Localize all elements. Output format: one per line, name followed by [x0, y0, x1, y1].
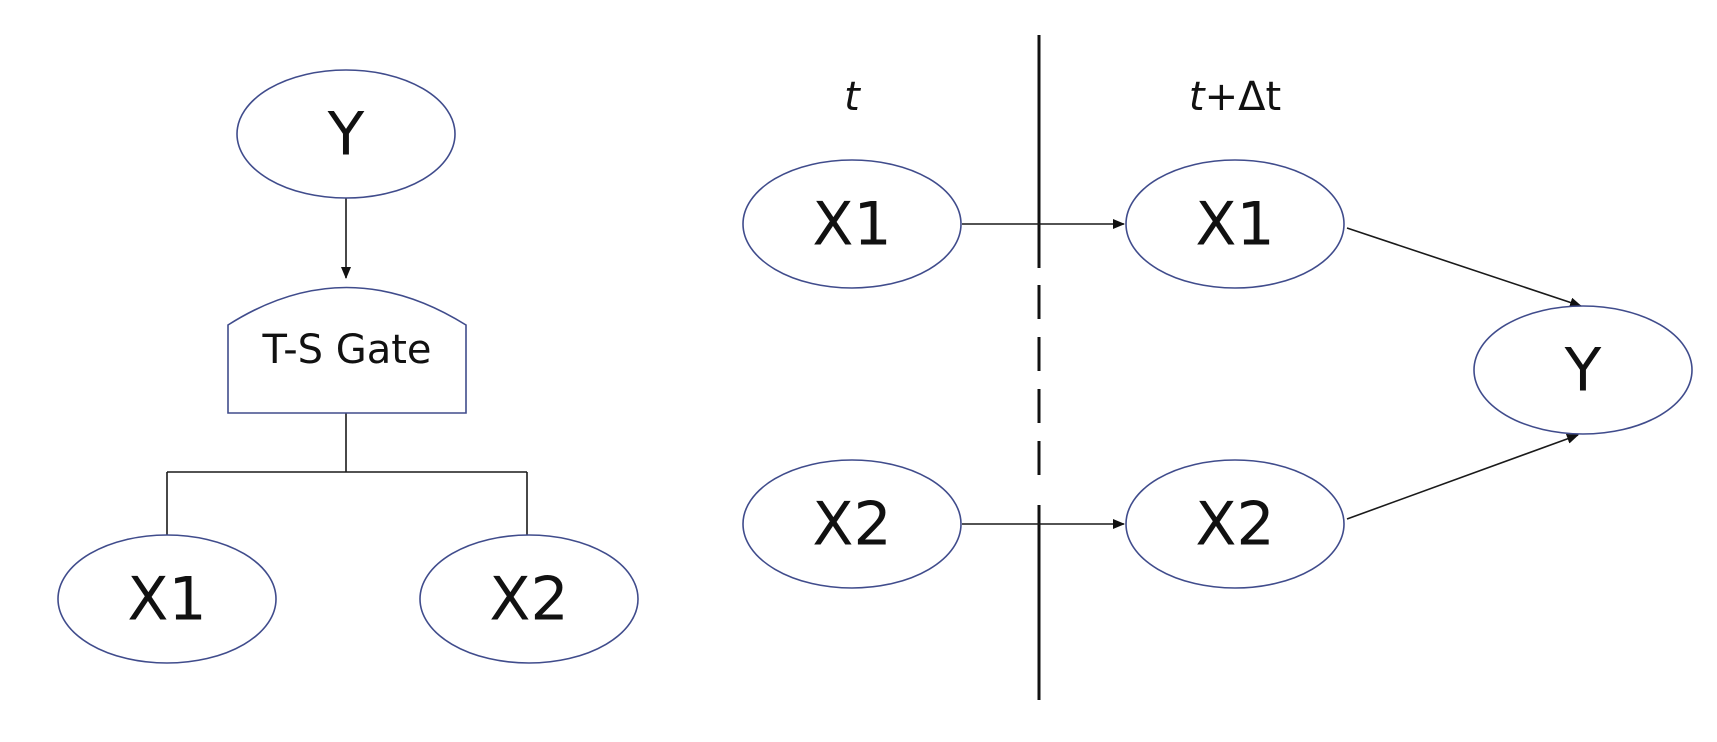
arc-x2-next-to-y [1346, 434, 1579, 520]
fault-tree: Y T-S Gate X1 X2 [57, 69, 639, 664]
node-x2-t-next-label: X2 [1195, 490, 1274, 560]
ts-gate-node: T-S Gate [227, 286, 467, 414]
top-event-label: Y [327, 100, 365, 170]
basic-event-x1-label: X1 [127, 565, 206, 635]
dynamic-bayesian-network: t t+Δt X1 X2 X1 X2 Y [742, 35, 1693, 700]
arc-x1-next-to-y [1346, 227, 1582, 308]
node-x2-t-next: X2 [1125, 459, 1345, 589]
node-y-output: Y [1473, 305, 1693, 435]
basic-event-x1-node: X1 [57, 534, 277, 664]
basic-event-x2-label: X2 [489, 565, 568, 635]
time-slice-t-label: t [844, 74, 861, 120]
node-x2-t-label: X2 [812, 490, 891, 560]
ts-gate-label: T-S Gate [261, 327, 431, 373]
basic-event-x2-node: X2 [419, 534, 639, 664]
node-x1-t-next-label: X1 [1195, 190, 1274, 260]
node-x1-t-label: X1 [812, 190, 891, 260]
node-x1-t: X1 [742, 159, 962, 289]
top-event-node: Y [236, 69, 456, 199]
time-slice-t-next-label: t+Δt [1189, 74, 1281, 120]
node-x1-t-next: X1 [1125, 159, 1345, 289]
node-x2-t: X2 [742, 459, 962, 589]
node-y-output-label: Y [1564, 336, 1602, 406]
